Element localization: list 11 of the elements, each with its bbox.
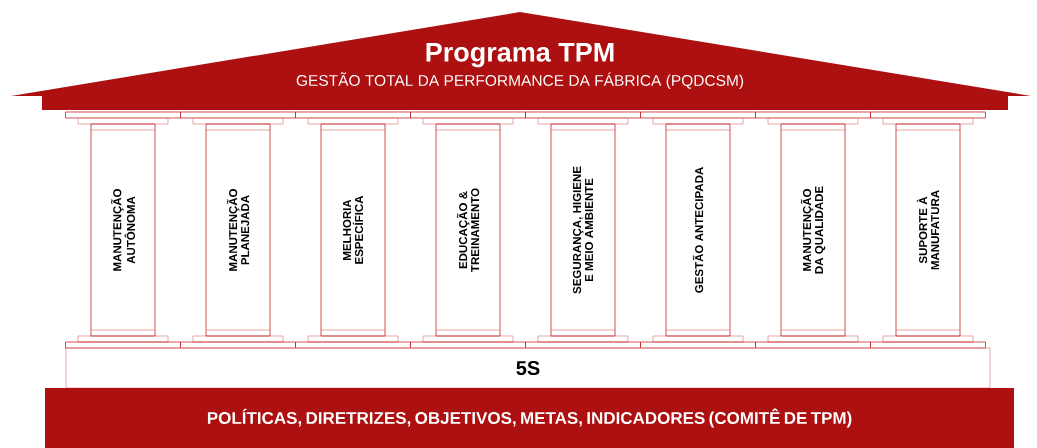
pillar: GESTÃO ANTECIPADA [640, 111, 756, 349]
pillar: MELHORIA ESPECÍFICA [295, 111, 411, 349]
roof: Programa TPM GESTÃO TOTAL DA PERFORMANCE DA FÁBRICA (PQDCSM) [11, 12, 1031, 110]
pillar: SUPORTE À MANUFATURA [870, 111, 986, 349]
foundation-band: 5S [65, 347, 991, 389]
base-band: POLÍTICAS, DIRETRIZES, OBJETIVOS, METAS, INDICADORES (COMITÊ DE TPM) [45, 388, 1014, 448]
pillar: MANUTENÇÃO DA QUALIDADE [755, 111, 871, 349]
pillar: MANUTENÇÃO AUTÔNOMA [65, 111, 181, 349]
pillar: SEGURANÇA, HIGIENE E MEIO AMBIENTE [525, 111, 641, 349]
pillar: EDUCAÇÃO & TREINAMENTO [410, 111, 526, 349]
pillar: MANUTENÇÃO PLANEJADA [180, 111, 296, 349]
